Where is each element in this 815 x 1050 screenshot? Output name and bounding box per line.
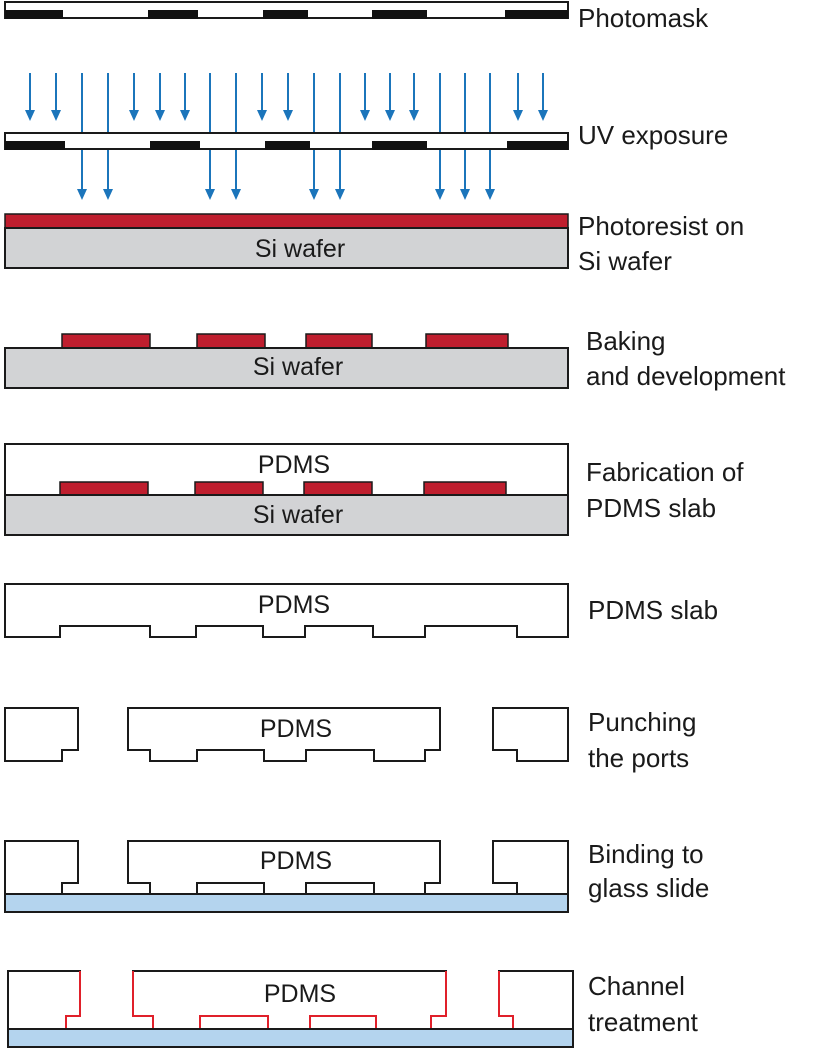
pdms-center-piece <box>127 707 441 762</box>
arrow-down-icon <box>309 189 319 200</box>
step-photomask: Photomask <box>4 1 709 33</box>
step-punching-ports: PDMS Punching the ports <box>4 707 704 773</box>
pdms-left-piece <box>4 840 79 895</box>
pdms-right-piece <box>492 707 569 762</box>
arrow-down-icon <box>103 189 113 200</box>
arrow-down-icon <box>77 189 87 200</box>
arrow-down-icon <box>180 110 190 121</box>
arrow-down-icon <box>257 110 267 121</box>
arrow-down-icon <box>409 110 419 121</box>
arrow-down-icon <box>155 110 165 121</box>
glass-slide <box>4 893 569 913</box>
step-photoresist-on-wafer: Si wafer Photoresist on Si wafer <box>4 211 751 276</box>
step-binding-glass: PDMS Binding to glass slide <box>4 839 711 913</box>
step-pdms-slab: PDMS PDMS slab <box>4 583 718 638</box>
pdms-label: PDMS <box>260 715 332 743</box>
exposure-photomask-chrome <box>5 141 568 150</box>
pdms-label: PDMS <box>260 847 332 875</box>
step-label-channel: Channel treatment <box>588 971 699 1037</box>
step-label-punching: Punching the ports <box>588 707 704 773</box>
step-label-photoresist: Photoresist on Si wafer <box>578 211 751 276</box>
arrow-down-icon <box>435 189 445 200</box>
pdms-label: PDMS <box>258 451 330 479</box>
arrow-down-icon <box>538 110 548 121</box>
pdms-slab <box>4 583 569 638</box>
pdms-left-piece <box>7 970 81 1030</box>
si-wafer-label: Si wafer <box>253 353 343 381</box>
si-wafer-label: Si wafer <box>253 501 343 529</box>
step-label-binding: Binding to glass slide <box>588 839 711 903</box>
pdms-label: PDMS <box>258 591 330 619</box>
arrow-down-icon <box>360 110 370 121</box>
arrow-down-icon <box>485 189 495 200</box>
step-label-photomask: Photomask <box>578 3 709 33</box>
arrow-down-icon <box>205 189 215 200</box>
step-label-pdms-slab: PDMS slab <box>588 595 718 625</box>
si-wafer <box>4 494 569 536</box>
arrow-down-icon <box>385 110 395 121</box>
arrow-down-icon <box>283 110 293 121</box>
step-label-baking: Baking and development <box>586 326 786 391</box>
photoresist-layer <box>4 213 569 229</box>
arrow-down-icon <box>231 189 241 200</box>
arrow-down-icon <box>513 110 523 121</box>
arrow-down-icon <box>25 110 35 121</box>
arrow-down-icon <box>335 189 345 200</box>
glass-slide <box>7 1028 574 1048</box>
pdms-left-piece <box>4 707 79 762</box>
si-wafer-label: Si wafer <box>255 235 345 263</box>
si-wafer <box>4 347 569 389</box>
pdms-label: PDMS <box>264 980 336 1008</box>
step-label-fabrication: Fabrication of PDMS slab <box>586 457 751 523</box>
step-uv-exposure: UV exposure <box>4 73 728 200</box>
arrow-down-icon <box>51 110 61 121</box>
si-wafer <box>4 227 569 269</box>
pdms-right-piece <box>492 840 569 895</box>
arrow-down-icon <box>460 189 470 200</box>
pdms-right-piece <box>498 970 574 1030</box>
step-fabrication-pdms: PDMS Si wafer Fabrication of PDMS slab <box>4 443 751 536</box>
photomask-chrome <box>5 10 568 19</box>
step-baking-development: Si wafer Baking and development <box>4 326 786 391</box>
arrow-down-icon <box>129 110 139 121</box>
developed-resist-features <box>61 333 509 349</box>
step-label-uv-exposure: UV exposure <box>578 120 728 150</box>
step-channel-treatment: PDMS Channel treatment <box>7 970 699 1048</box>
